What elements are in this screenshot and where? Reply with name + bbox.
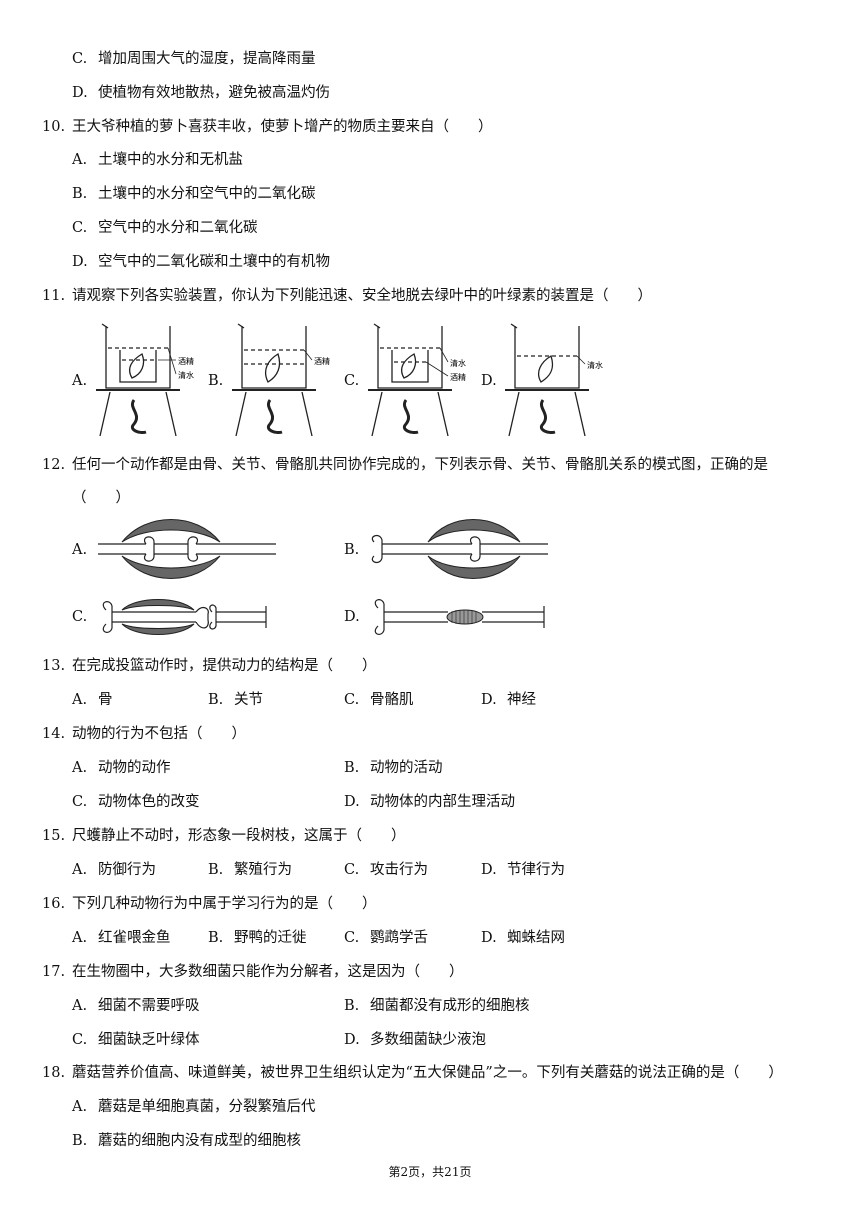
q17-option-c: C.细菌缺乏叶绿体 [72, 1032, 200, 1048]
q12-stem: 12.任何一个动作都是由骨、关节、骨骼肌共同协作完成的，下列表示骨、关节、骨骼肌… [42, 457, 768, 473]
bone-model-a-figure [98, 519, 276, 579]
apparatus-a-label-qingshui: 清水 [178, 370, 194, 380]
page-footer: 第2页，共21页 [388, 1165, 472, 1179]
apparatus-b-label-jiujing: 酒精 [314, 356, 330, 366]
apparatus-c-label-jiujing: 酒精 [450, 372, 466, 382]
q16-stem: 16.下列几种动物行为中属于学习行为的是（ ） [42, 896, 377, 912]
q11-stem: 11.请观察下列各实验装置，你认为下列能迅速、安全地脱去绿叶中的叶绿素的装置是（… [42, 288, 652, 304]
bone-model-d-figure [374, 599, 545, 635]
q16-option-b: B.野鸭的迁徙 [208, 930, 307, 946]
q12-label-b: B. [344, 542, 360, 558]
q18-option-b: B.蘑菇的细胞内没有成型的细胞核 [72, 1133, 301, 1149]
q10-option-c: C.空气中的水分和二氧化碳 [72, 220, 258, 236]
apparatus-a-figure: 酒精 清水 [96, 323, 194, 437]
q13-option-a: A.骨 [72, 692, 113, 708]
q16-option-d: D.蜘蛛结网 [481, 930, 565, 946]
q15-stem: 15.尺蠖静止不动时，形态象一段树枝，这属于（ ） [42, 828, 406, 844]
q10-stem: 10.王大爷种植的萝卜喜获丰收，使萝卜增产的物质主要来自（ ） [42, 119, 493, 135]
q12-label-c: C. [72, 609, 88, 625]
q18-stem: 18.蘑菇营养价值高、味道鲜美，被世界卫生组织认定为“五大保健品”之一。下列有关… [42, 1065, 783, 1081]
q15-option-a: A.防御行为 [72, 862, 156, 878]
apparatus-d-figure: 清水 [505, 323, 603, 437]
q10-option-a: A.土壤中的水分和无机盐 [72, 152, 243, 168]
q14-stem: 14.动物的行为不包括（ ） [42, 726, 246, 742]
q10-option-b: B.土壤中的水分和空气中的二氧化碳 [72, 186, 316, 202]
q15-option-d: D.节律行为 [481, 862, 565, 878]
q14-option-d: D.动物体的内部生理活动 [344, 794, 515, 810]
q11-label-a: A. [72, 373, 88, 389]
q9-option-c: C.增加周围大气的湿度，提高降雨量 [72, 51, 316, 67]
apparatus-d-label-qingshui: 清水 [587, 360, 603, 370]
apparatus-c-label-qingshui: 清水 [450, 358, 466, 368]
q16-option-c: C.鹦鹉学舌 [344, 930, 428, 946]
q18-option-a: A.蘑菇是单细胞真菌，分裂繁殖后代 [72, 1099, 316, 1115]
apparatus-a-label-jiujing: 酒精 [178, 356, 194, 366]
q14-option-b: B.动物的活动 [344, 760, 443, 776]
q13-option-b: B.关节 [208, 692, 263, 708]
q9-option-d: D.使植物有效地散热，避免被高温灼伤 [72, 85, 330, 101]
q13-stem: 13.在完成投篮动作时，提供动力的结构是（ ） [42, 658, 377, 674]
q17-option-a: A.细菌不需要呼吸 [72, 998, 200, 1014]
q11-label-c: C. [344, 373, 360, 389]
q12-label-a: A. [72, 542, 88, 558]
q14-option-c: C.动物体色的改变 [72, 794, 200, 810]
q17-stem: 17.在生物圈中，大多数细菌只能作为分解者，这是因为（ ） [42, 964, 464, 980]
q12-label-d: D. [344, 609, 360, 625]
bone-model-b-figure [371, 519, 548, 579]
q13-option-c: C.骨骼肌 [344, 692, 414, 708]
q11-label-b: B. [208, 373, 224, 389]
q17-option-b: B.细菌都没有成形的细胞核 [344, 998, 530, 1014]
q17-option-d: D.多数细菌缺少液泡 [344, 1032, 486, 1048]
q15-option-c: C.攻击行为 [344, 862, 428, 878]
apparatus-c-figure: 清水 酒精 [368, 323, 466, 437]
q16-option-a: A.红雀喂金鱼 [72, 930, 171, 946]
q12-stem-bracket: （ ） [72, 490, 130, 506]
bone-model-c-figure [102, 599, 267, 635]
q13-option-d: D.神经 [481, 692, 536, 708]
q15-option-b: B.繁殖行为 [208, 862, 292, 878]
q11-label-d: D. [481, 373, 497, 389]
apparatus-b-figure: 酒精 [232, 323, 330, 437]
q14-option-a: A.动物的动作 [72, 760, 171, 776]
q10-option-d: D.空气中的二氧化碳和土壤中的有机物 [72, 254, 330, 270]
